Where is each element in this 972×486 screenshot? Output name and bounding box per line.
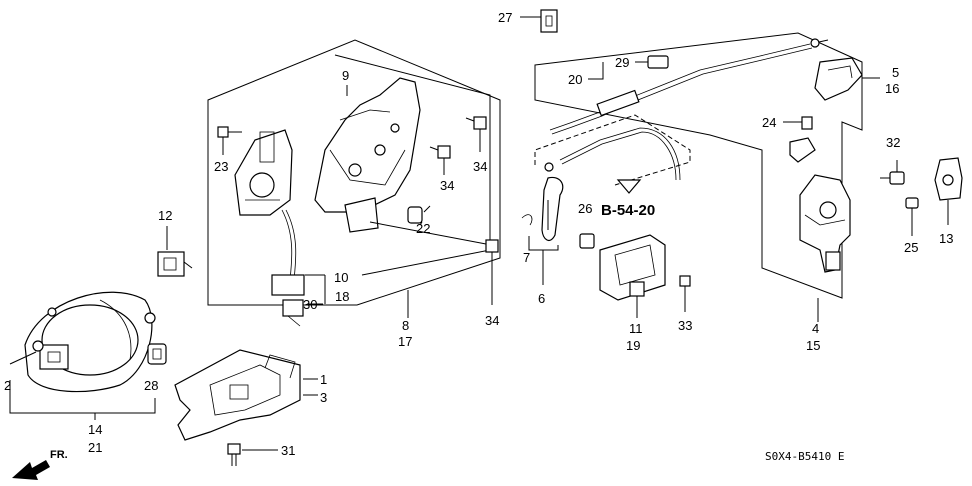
callout-7: 7: [523, 250, 530, 265]
callout-16: 16: [885, 81, 899, 96]
callout-31: 31: [281, 443, 295, 458]
callout-8: 8: [402, 318, 409, 333]
callout-12: 12: [158, 208, 172, 223]
callout-14: 14: [88, 422, 102, 437]
pin-22: [407, 205, 431, 226]
part-24: [783, 116, 816, 163]
cable-upper: [549, 38, 829, 135]
callout-19: 19: [626, 338, 640, 353]
callout-26: 26: [578, 201, 592, 216]
callout-34-right: 34: [473, 159, 487, 174]
callout-20: 20: [568, 72, 582, 87]
callout-25: 25: [904, 240, 918, 255]
callout-29: 29: [615, 55, 629, 70]
callout-28: 28: [144, 378, 158, 393]
callout-1: 1: [320, 372, 327, 387]
striker-13: [934, 157, 963, 225]
reference-arrow-icon: [616, 179, 642, 194]
screw-34-right: [465, 116, 487, 152]
callout-27: 27: [498, 10, 512, 25]
door-latch: [314, 77, 421, 233]
callout-22: 22: [416, 221, 430, 236]
front-label: FR.: [50, 449, 68, 461]
rear-latch: [799, 174, 851, 273]
callout-24: 24: [762, 115, 776, 130]
wire-harness: [271, 209, 305, 327]
lock-switch: [599, 234, 666, 318]
callout-13: 13: [939, 231, 953, 246]
cable-lower: [544, 127, 681, 181]
callout-11: 11: [629, 321, 643, 336]
bolt-25: [905, 197, 919, 236]
outer-handle: [24, 291, 156, 393]
screw-34-upper: [429, 145, 451, 175]
cable-ref-dash: [534, 114, 691, 186]
cap-28: [147, 343, 167, 365]
inner-handle: [521, 176, 564, 242]
rear-handle-part-5: [814, 57, 880, 101]
callout-33: 33: [678, 318, 692, 333]
callout-10: 10: [334, 270, 348, 285]
callout-15: 15: [806, 338, 820, 353]
clip-12: [157, 226, 193, 277]
latch-group-box: [207, 39, 501, 306]
bolt-31: [227, 443, 278, 466]
callout-3: 3: [320, 390, 327, 405]
handle-bracket: [174, 349, 301, 441]
clip-27: [520, 9, 558, 33]
callout-30: 30: [303, 297, 317, 312]
callout-5: 5: [892, 65, 899, 80]
callout-34-upper: 34: [440, 178, 454, 193]
latch-inner-box: [334, 54, 491, 276]
reference-label: B-54-20: [601, 202, 655, 219]
callout-34-lower: 34: [485, 313, 499, 328]
diagram-code: S0X4-B5410 E: [765, 450, 844, 463]
clip-26: [579, 233, 595, 249]
callout-6: 6: [538, 291, 545, 306]
rear-cable-box: [534, 32, 863, 299]
callout-32: 32: [886, 135, 900, 150]
clip-29: [635, 55, 669, 69]
callout-2: 2: [4, 378, 11, 393]
screw-34-lower: [369, 221, 499, 305]
callout-23: 23: [214, 159, 228, 174]
door-lock-actuator: [234, 129, 293, 216]
callout-18: 18: [335, 289, 349, 304]
screw-33: [679, 275, 691, 312]
handle-screw-2: [9, 340, 44, 365]
screw-23: [217, 126, 242, 155]
callout-17: 17: [398, 334, 412, 349]
callout-21: 21: [88, 440, 102, 455]
bolt-32: [880, 160, 905, 185]
front-arrow-icon: [12, 460, 50, 480]
callout-4: 4: [812, 321, 819, 336]
callout-9: 9: [342, 68, 349, 83]
